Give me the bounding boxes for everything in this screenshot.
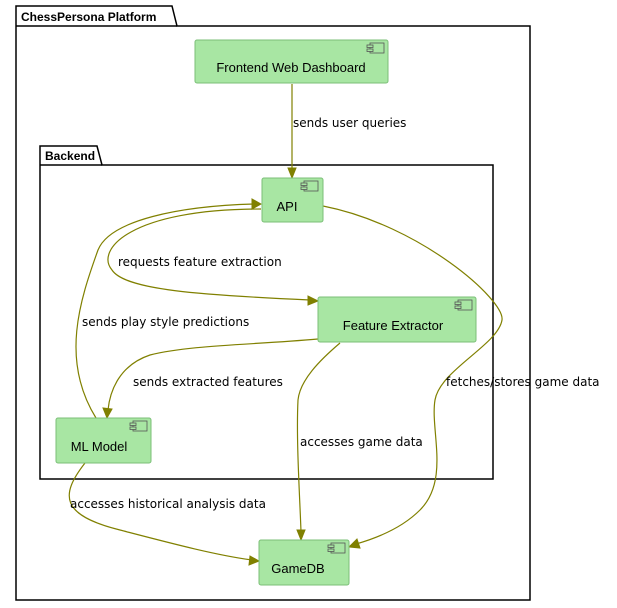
package-label-inner: Backend bbox=[45, 149, 95, 163]
edge-label-frontend-api: sends user queries bbox=[293, 116, 406, 130]
component-icon bbox=[454, 299, 473, 311]
edge-ml-api bbox=[75, 203, 255, 419]
component-label-feature-extractor: Feature Extractor bbox=[343, 318, 444, 333]
edge-label-ml-gamedb: accesses historical analysis data bbox=[70, 497, 266, 511]
edge-label-ml-api: sends play style predictions bbox=[82, 315, 249, 329]
component-label-api: API bbox=[277, 199, 298, 214]
arrowhead-ml-gamedb bbox=[248, 555, 261, 566]
component-frontend-web-dashboard: Frontend Web Dashboard bbox=[194, 39, 389, 84]
edges: sends user queries requests feature extr… bbox=[68, 84, 600, 566]
arrowhead-frontend-api bbox=[287, 167, 297, 180]
component-icon bbox=[327, 542, 346, 554]
arrowhead-feature-ml bbox=[102, 407, 113, 420]
edge-feature-ml bbox=[107, 338, 319, 411]
component-ml-model: ML Model bbox=[55, 417, 152, 464]
component-label-frontend: Frontend Web Dashboard bbox=[216, 60, 365, 75]
component-label-gamedb: GameDB bbox=[271, 561, 324, 576]
component-icon bbox=[300, 180, 319, 192]
arrowhead-ml-api bbox=[251, 198, 263, 210]
component-icon bbox=[366, 42, 385, 54]
component-label-ml-model: ML Model bbox=[71, 439, 128, 454]
edge-api-feature bbox=[107, 208, 311, 301]
package-backend: Backend bbox=[39, 145, 494, 480]
package-chesspersona-platform: ChessPersona Platform bbox=[15, 5, 531, 601]
edge-label-api-gamedb: fetches/stores game data bbox=[446, 375, 600, 389]
edge-api-gamedb bbox=[322, 205, 503, 545]
component-icon bbox=[129, 420, 148, 432]
package-label-outer: ChessPersona Platform bbox=[21, 10, 156, 24]
edge-label-feature-ml: sends extracted features bbox=[133, 375, 283, 389]
component-api: API bbox=[261, 177, 324, 223]
edge-feature-gamedb bbox=[296, 342, 341, 533]
edge-ml-gamedb bbox=[68, 462, 253, 561]
arrowhead-api-gamedb bbox=[347, 538, 361, 549]
arrowhead-feature-gamedb bbox=[296, 529, 306, 542]
component-feature-extractor: Feature Extractor bbox=[317, 296, 477, 343]
edge-label-api-feature: requests feature extraction bbox=[118, 255, 282, 269]
edge-label-feature-gamedb: accesses game data bbox=[300, 435, 423, 449]
arrowhead-api-feature bbox=[307, 295, 320, 306]
component-gamedb: GameDB bbox=[258, 539, 350, 586]
